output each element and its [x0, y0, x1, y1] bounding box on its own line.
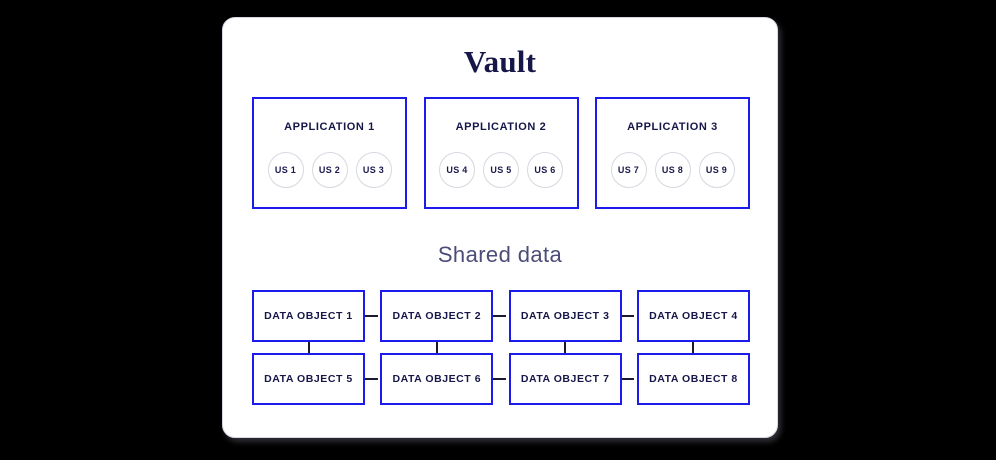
unit-circle[interactable]: US 5	[483, 152, 519, 188]
vertical-connector	[564, 342, 566, 353]
unit-circle[interactable]: US 7	[610, 152, 647, 188]
application-label: APPLICATION 1	[284, 121, 375, 133]
horizontal-connector	[365, 378, 378, 380]
unit-circle[interactable]: US 9	[698, 152, 735, 188]
data-object-box[interactable]: DATA OBJECT 2	[380, 290, 494, 342]
shared-data-heading: Shared data	[437, 242, 563, 267]
unit-circle-row: US 7 US 8 US 9	[597, 152, 748, 188]
vertical-connector	[436, 342, 438, 353]
unit-circle[interactable]: US 3	[355, 152, 392, 188]
applications-row: APPLICATION 1 US 1 US 2 US 3 APPLICATION…	[252, 97, 750, 209]
horizontal-connector	[621, 315, 634, 317]
page-title: Vault	[463, 44, 537, 79]
application-box-2[interactable]: APPLICATION 2 US 4 US 5 US 6	[423, 97, 579, 209]
horizontal-connector	[621, 378, 634, 380]
unit-circle[interactable]: US 4	[439, 152, 475, 188]
horizontal-connector	[493, 378, 506, 380]
application-label: APPLICATION 3	[627, 121, 718, 133]
application-box-3[interactable]: APPLICATION 3 US 7 US 8 US 9	[595, 97, 750, 209]
data-object-row-top: DATA OBJECT 1 DATA OBJECT 2 DATA OBJECT …	[252, 290, 750, 353]
data-object-box[interactable]: DATA OBJECT 4	[636, 290, 750, 342]
data-object-box[interactable]: DATA OBJECT 5	[252, 353, 365, 405]
vertical-connector	[692, 342, 694, 353]
data-object-box[interactable]: DATA OBJECT 3	[508, 290, 622, 342]
unit-circle-row: US 4 US 5 US 6	[426, 152, 577, 188]
unit-circle[interactable]: US 8	[654, 152, 691, 188]
unit-circle[interactable]: US 6	[527, 152, 563, 188]
horizontal-connector	[365, 315, 378, 317]
application-box-1[interactable]: APPLICATION 1 US 1 US 2 US 3	[252, 97, 407, 209]
unit-circle[interactable]: US 2	[311, 152, 348, 188]
data-object-grid: DATA OBJECT 1 DATA OBJECT 2 DATA OBJECT …	[252, 290, 750, 405]
data-object-box[interactable]: DATA OBJECT 6	[380, 353, 494, 405]
data-object-box[interactable]: DATA OBJECT 7	[508, 353, 622, 405]
data-object-box[interactable]: DATA OBJECT 1	[252, 290, 365, 342]
data-object-box[interactable]: DATA OBJECT 8	[636, 353, 750, 405]
horizontal-connector	[493, 315, 506, 317]
vertical-connector	[308, 342, 310, 353]
unit-circle-row: US 1 US 2 US 3	[254, 152, 405, 188]
unit-circle[interactable]: US 1	[267, 152, 304, 188]
vault-card: Vault APPLICATION 1 US 1 US 2 US 3 APPLI…	[222, 17, 778, 438]
application-label: APPLICATION 2	[455, 121, 547, 133]
data-object-row-bottom: DATA OBJECT 5 DATA OBJECT 6 DATA OBJECT …	[252, 353, 750, 405]
